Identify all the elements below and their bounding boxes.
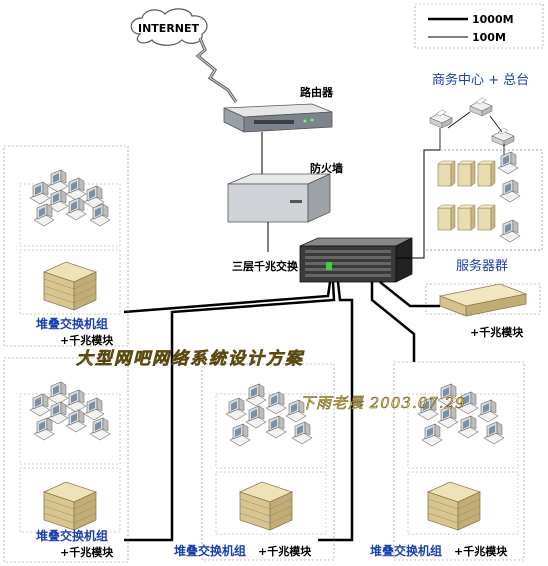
stack-group-4-title: 堆叠交换机组 bbox=[370, 543, 442, 558]
server-group-label: 服务器群 bbox=[456, 258, 508, 274]
firewall-icon bbox=[227, 173, 331, 223]
router-label: 路由器 bbox=[300, 85, 334, 99]
legend: 1000M 100M bbox=[414, 3, 544, 49]
core-switch-icon bbox=[299, 237, 413, 283]
stack-group-3 bbox=[201, 363, 335, 561]
stack-group-1-title: 堆叠交换机组 bbox=[36, 316, 108, 331]
server-gigabit-module-icon bbox=[438, 283, 528, 317]
overlay-author-date: 下雨老晨 2003.07.29 bbox=[300, 394, 466, 412]
internet-label: INTERNET bbox=[138, 22, 200, 35]
stack-group-4 bbox=[393, 361, 525, 561]
stack-group-4-module: +千兆模块 bbox=[454, 544, 508, 558]
router-icon bbox=[223, 103, 333, 133]
stack-group-3-module: +千兆模块 bbox=[258, 544, 312, 558]
overlay-title: 大型网吧网络系统设计方案 bbox=[76, 349, 305, 369]
business-center-label: 商务中心 + 总台 bbox=[432, 72, 529, 88]
legend-thin-label: 100M bbox=[472, 31, 506, 44]
stack-group-2 bbox=[3, 357, 129, 563]
stack-group-2-title: 堆叠交换机组 bbox=[36, 528, 108, 543]
legend-box bbox=[414, 3, 544, 49]
core-switch-label: 三层千兆交换 bbox=[232, 259, 299, 273]
server-module-label: +千兆模块 bbox=[470, 325, 524, 339]
stack-group-2-module: +千兆模块 bbox=[60, 545, 114, 559]
uplink-lines bbox=[123, 149, 440, 542]
internet-cloud-icon bbox=[130, 8, 208, 46]
stack-group-1-module: +千兆模块 bbox=[60, 333, 114, 347]
legend-thick-label: 1000M bbox=[472, 13, 514, 26]
firewall-label: 防火墙 bbox=[310, 161, 343, 175]
stack-group-3-title: 堆叠交换机组 bbox=[174, 543, 246, 558]
business-center-group bbox=[429, 97, 519, 175]
stack-group-1 bbox=[3, 145, 129, 347]
server-module-box bbox=[425, 283, 541, 315]
